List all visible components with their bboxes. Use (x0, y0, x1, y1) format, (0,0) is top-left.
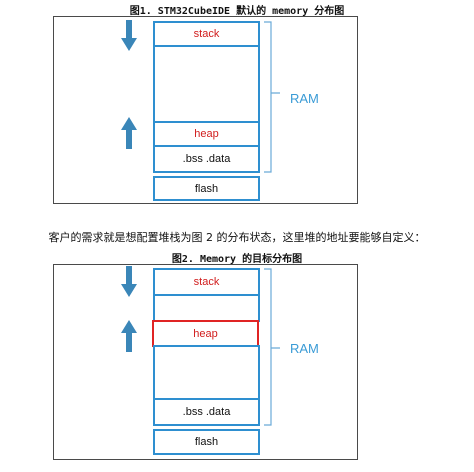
description-text: 客户的需求就是想配置堆栈为图 2 的分布状态，这里堆的地址要能够自定义： (48, 231, 426, 244)
heap-label: heap (193, 327, 218, 340)
stack-grow-down-arrow-icon (121, 266, 137, 297)
figure1-ram-label: RAM (290, 91, 319, 106)
bss-data-label: .bss .data (182, 153, 231, 165)
figure1-bss-data-block: .bss .data (153, 145, 260, 173)
figure1-free-space-block (153, 45, 260, 123)
flash-label: flash (194, 436, 219, 448)
stack-label: stack (193, 276, 220, 288)
figure2-bss-data-block: .bss .data (153, 398, 260, 426)
ram-brace-icon (264, 268, 280, 426)
bss-data-label: .bss .data (182, 406, 231, 418)
stack-label: stack (193, 28, 220, 40)
heap-label: heap (194, 128, 219, 140)
stack-grow-down-arrow-icon (121, 20, 137, 51)
figure2-ram-label: RAM (290, 341, 319, 356)
heap-grow-up-arrow-icon (121, 117, 137, 149)
figure2-stack-block: stack (153, 268, 260, 296)
figure2-heap-block-highlighted: heap (152, 320, 259, 347)
figure1-title: 图1. STM32CubeIDE 默认的 memory 分布图 (129, 6, 345, 17)
ram-brace-icon (264, 21, 280, 173)
figure2-lower-free-space-block (153, 345, 260, 400)
figure1-stack-block: stack (153, 21, 260, 47)
heap-grow-up-arrow-icon (121, 320, 137, 352)
figure2-flash-block: flash (153, 429, 260, 455)
figure2-title: 图2. Memory 的目标分布图 (171, 254, 303, 265)
flash-label: flash (194, 182, 219, 195)
figure2-upper-free-space-block (153, 294, 260, 322)
figure1-flash-block: flash (153, 176, 260, 201)
figure1-heap-block: heap (153, 121, 260, 147)
